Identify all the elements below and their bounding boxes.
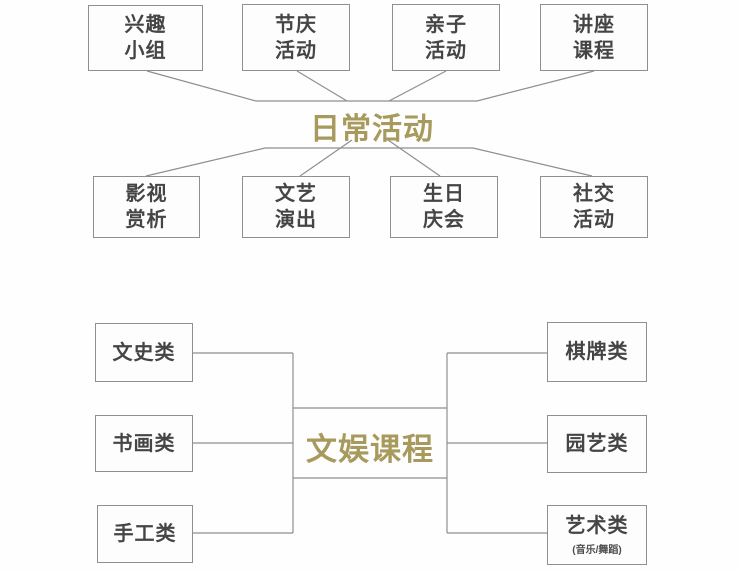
node-label: 文史类 bbox=[112, 341, 176, 364]
node-label: 艺术类 bbox=[565, 515, 629, 537]
node-festival-activities: 节庆 活动 bbox=[242, 4, 350, 71]
node-label: 兴趣 小组 bbox=[124, 14, 167, 62]
node-sublabel: (音乐/舞蹈) bbox=[572, 545, 622, 556]
node-label: 书画类 bbox=[112, 432, 176, 455]
node-label: 影视 赏析 bbox=[125, 183, 168, 231]
node-label: 亲子 活动 bbox=[425, 13, 467, 62]
node-label: 讲座 课程 bbox=[573, 13, 615, 62]
entertainment-courses-title: 文娱课程 bbox=[306, 432, 434, 467]
node-art-performances: 文艺 演出 bbox=[242, 176, 350, 238]
node-label: 棋牌类 bbox=[565, 341, 629, 363]
node-label: 社交 活动 bbox=[573, 183, 615, 231]
node-arts: 艺术类 (音乐/舞蹈) bbox=[547, 505, 647, 565]
node-label: 节庆 活动 bbox=[275, 13, 317, 62]
node-film-appreciation: 影视 赏析 bbox=[93, 176, 200, 238]
node-literature-history: 文史类 bbox=[95, 323, 193, 382]
node-handicrafts: 手工类 bbox=[97, 505, 193, 563]
node-calligraphy-painting: 书画类 bbox=[95, 415, 193, 472]
node-social-activities: 社交 活动 bbox=[540, 176, 648, 238]
node-parent-child-activities: 亲子 活动 bbox=[392, 4, 500, 71]
node-birthday-celebrations: 生日 庆会 bbox=[390, 176, 498, 238]
node-label: 手工类 bbox=[113, 523, 177, 545]
node-chess-cards: 棋牌类 bbox=[547, 322, 647, 382]
daily-activities-title: 日常活动 bbox=[310, 113, 434, 146]
node-interest-groups: 兴趣 小组 bbox=[88, 5, 203, 71]
node-label: 园艺类 bbox=[565, 433, 629, 455]
node-lecture-courses: 讲座 课程 bbox=[540, 4, 648, 71]
node-gardening: 园艺类 bbox=[547, 415, 647, 473]
node-label: 生日 庆会 bbox=[423, 183, 465, 231]
node-label: 文艺 演出 bbox=[275, 183, 317, 231]
